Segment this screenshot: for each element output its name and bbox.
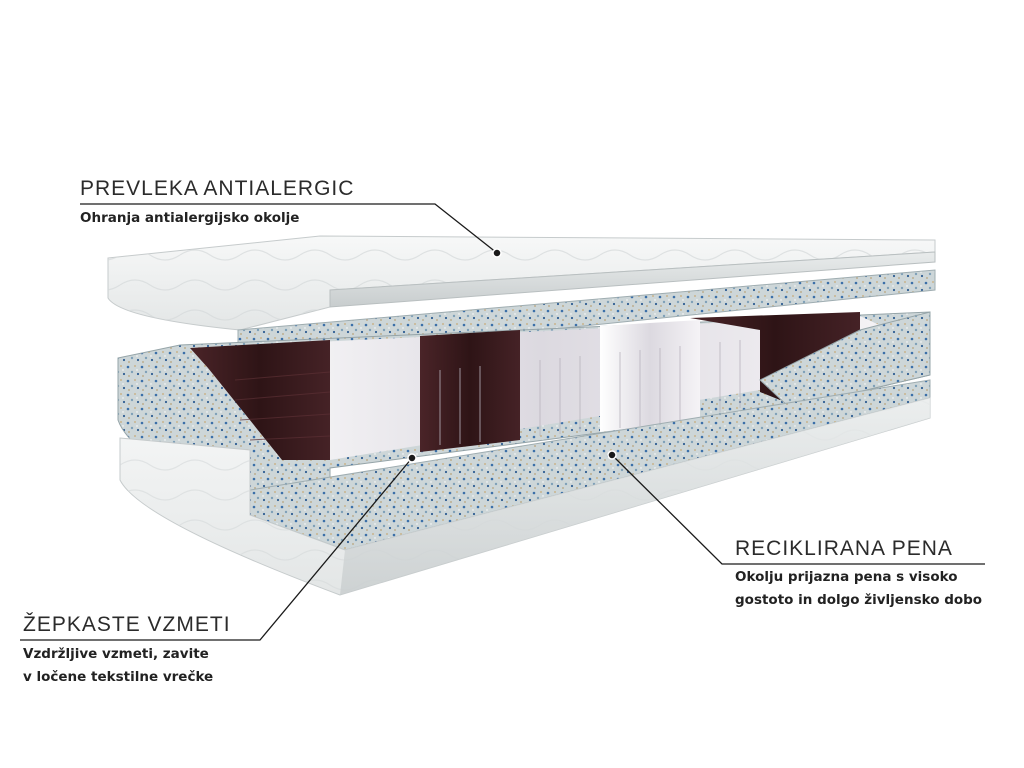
cover-description-line: Ohranja antialergijsko okolje [80,210,300,226]
cover-leader-line [80,203,498,254]
springs-description-line: Vzdržljive vzmeti, zavite [23,646,209,662]
cover-callout-title: PREVLEKA ANTIALERGIC [80,177,355,200]
springs-leader-line [20,457,413,641]
cover-callout-description: Ohranja antialergijsko okolje [80,207,299,230]
foam-leader-line [611,454,985,565]
pocket-springs [190,312,890,460]
foam-callout-title: RECIKLIRANA PENA [735,537,953,560]
bottom-cover-layer [119,397,931,596]
springs-description-line: v ločene tekstilne vrečke [23,669,214,685]
foam-description-line: gostoto in dolgo življensko dobo [735,592,983,608]
springs-callout-title: ŽEPKASTE VZMETI [23,613,231,636]
cover-leader-dot [492,248,502,258]
leader-lines [20,203,985,641]
top-cover-layer [107,235,936,331]
springs-leader-dot [407,453,417,463]
springs-callout-description: Vzdržljive vzmeti, zavite v ločene tekst… [23,643,213,689]
foam-description-line: Okolju prijazna pena s visoko [735,569,958,585]
foam-leader-dot [607,450,617,460]
spring-core-layer [117,311,931,506]
foam-callout-description: Okolju prijazna pena s visoko gostoto in… [735,566,982,612]
